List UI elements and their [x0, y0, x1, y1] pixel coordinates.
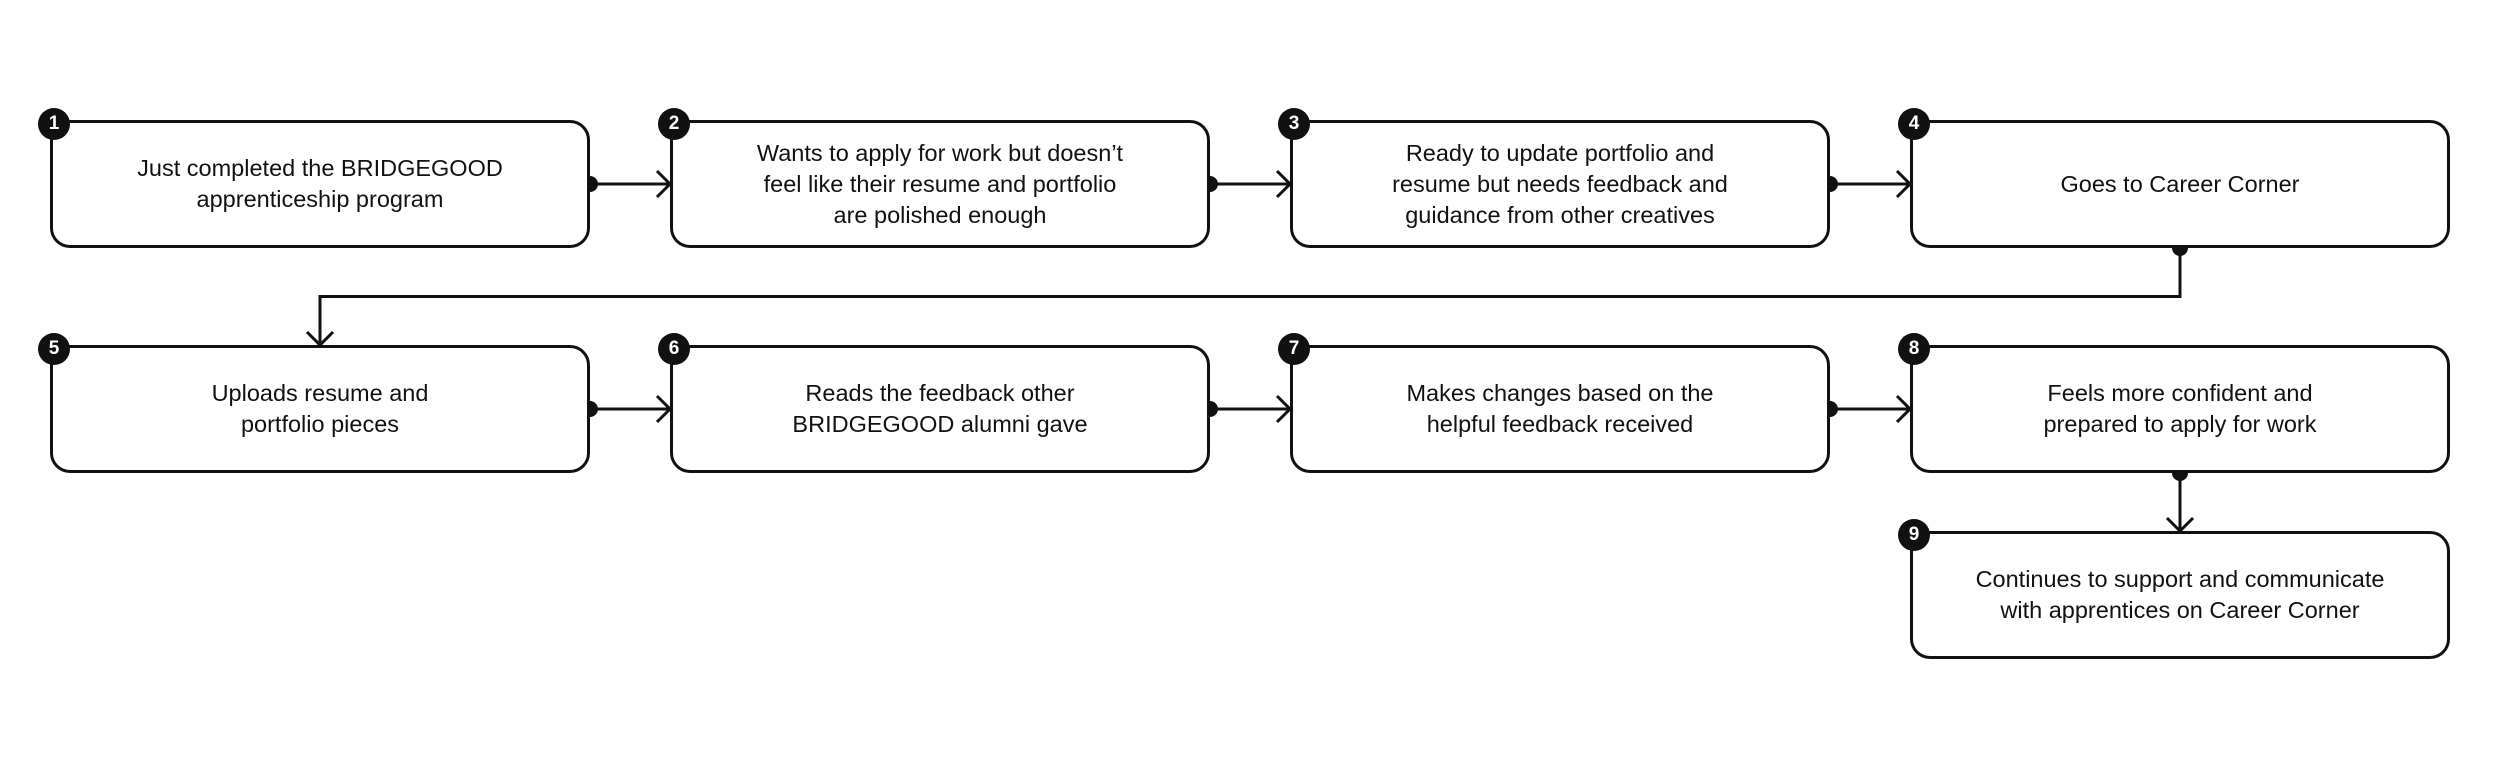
connector-5-to-6	[582, 394, 673, 424]
step-number-badge-3: 3	[1278, 108, 1310, 140]
connector-2-to-3	[1202, 169, 1293, 199]
step-number-badge-7: 7	[1278, 333, 1310, 365]
step-box-7: Makes changes based on the helpful feedb…	[1290, 345, 1830, 473]
step-4-text: Goes to Career Corner	[2060, 170, 2300, 197]
connector-8-to-9	[2165, 465, 2195, 534]
arrowhead	[655, 394, 673, 424]
step-box-1: Just completed the BRIDGEGOOD apprentice…	[50, 120, 590, 248]
connector-7-to-8	[1822, 394, 1913, 424]
connector-3-to-4	[1822, 169, 1913, 199]
arrowhead	[1275, 394, 1293, 424]
arrowhead	[1895, 169, 1913, 199]
step-box-9: Continues to support and communicate wit…	[1910, 531, 2450, 659]
step-box-3: Ready to update portfolio and resume but…	[1290, 120, 1830, 248]
step-6-text: Reads the feedback other BRIDGEGOOD alum…	[792, 380, 1088, 437]
step-2-text: Wants to apply for work but doesn’t feel…	[756, 139, 1124, 228]
step-number-badge-1: 1	[38, 108, 70, 140]
connector-1-to-2	[582, 169, 673, 199]
step-3-text: Ready to update portfolio and resume but…	[1392, 139, 1728, 228]
step-box-5: Uploads resume and portfolio pieces	[50, 345, 590, 473]
step-5-text: Uploads resume and portfolio pieces	[211, 380, 429, 437]
arrowhead	[2165, 516, 2195, 534]
step-number-badge-9: 9	[1898, 519, 1930, 551]
connector-4-to-5	[305, 240, 2188, 348]
connector-6-to-7	[1202, 394, 1293, 424]
arrowhead	[1895, 394, 1913, 424]
step-box-6: Reads the feedback other BRIDGEGOOD alum…	[670, 345, 1210, 473]
connector-line	[318, 248, 2182, 345]
step-number-badge-2: 2	[658, 108, 690, 140]
step-number-badge-6: 6	[658, 333, 690, 365]
arrowhead	[1275, 169, 1293, 199]
step-9-text: Continues to support and communicate wit…	[1975, 566, 2385, 623]
step-8-text: Feels more confident and prepared to app…	[2043, 380, 2317, 437]
step-7-text: Makes changes based on the helpful feedb…	[1406, 380, 1714, 437]
step-box-2: Wants to apply for work but doesn’t feel…	[670, 120, 1210, 248]
arrowhead	[655, 169, 673, 199]
step-number-badge-4: 4	[1898, 108, 1930, 140]
step-1-text: Just completed the BRIDGEGOOD apprentice…	[137, 155, 503, 212]
step-box-4: Goes to Career Corner	[1910, 120, 2450, 248]
step-number-badge-8: 8	[1898, 333, 1930, 365]
arrowhead	[305, 330, 335, 348]
step-number-badge-5: 5	[38, 333, 70, 365]
step-box-8: Feels more confident and prepared to app…	[1910, 345, 2450, 473]
